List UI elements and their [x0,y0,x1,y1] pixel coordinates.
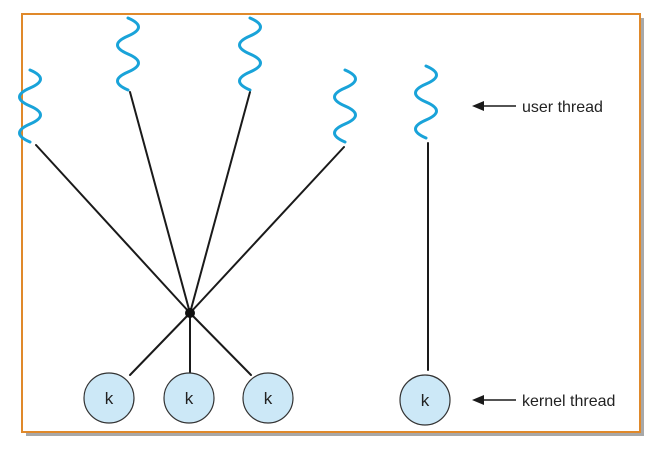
arrow-head [472,101,484,111]
kernel-thread-circle [163,372,215,424]
kernel-thread-node-3: k [242,372,294,424]
junction-dot [185,308,195,318]
kernel-thread-label: kernel thread [522,393,615,410]
kernel-thread-node-2: k [163,372,215,424]
wavy-thread-icon [238,16,262,92]
kernel-thread-node-1: k [83,372,135,424]
user-threads [18,16,438,144]
connector-user-thread-2 [129,91,191,314]
connector-kernel-thread-3 [189,312,252,376]
connector-lines [35,91,429,376]
kernel-thread-label: k [264,389,273,408]
kernel-thread-label: k [185,389,194,408]
wavy-thread-icon [333,68,357,144]
user-thread-annotation: user thread [472,99,603,116]
user-thread-label: user thread [522,99,603,116]
diagram-frame [21,13,641,433]
kernel-thread-circle [83,372,135,424]
kernel-thread-label: k [421,391,430,410]
kernel-thread-annotation: kernel thread [472,393,615,410]
arrow-head [472,395,484,405]
kernel-thread-circle [399,374,451,426]
connector-user-thread-3 [189,91,251,314]
kernel-thread-circle [242,372,294,424]
kernel-thread-label: k [105,389,114,408]
wavy-thread-icon [414,64,438,140]
wavy-thread-icon [18,68,42,144]
wavy-thread-icon [116,16,140,92]
connector-user-thread-4 [189,146,345,314]
connector-kernel-thread-1 [129,312,191,376]
kernel-thread-node-4: k [399,374,451,426]
connector-user-thread-1 [35,144,191,314]
